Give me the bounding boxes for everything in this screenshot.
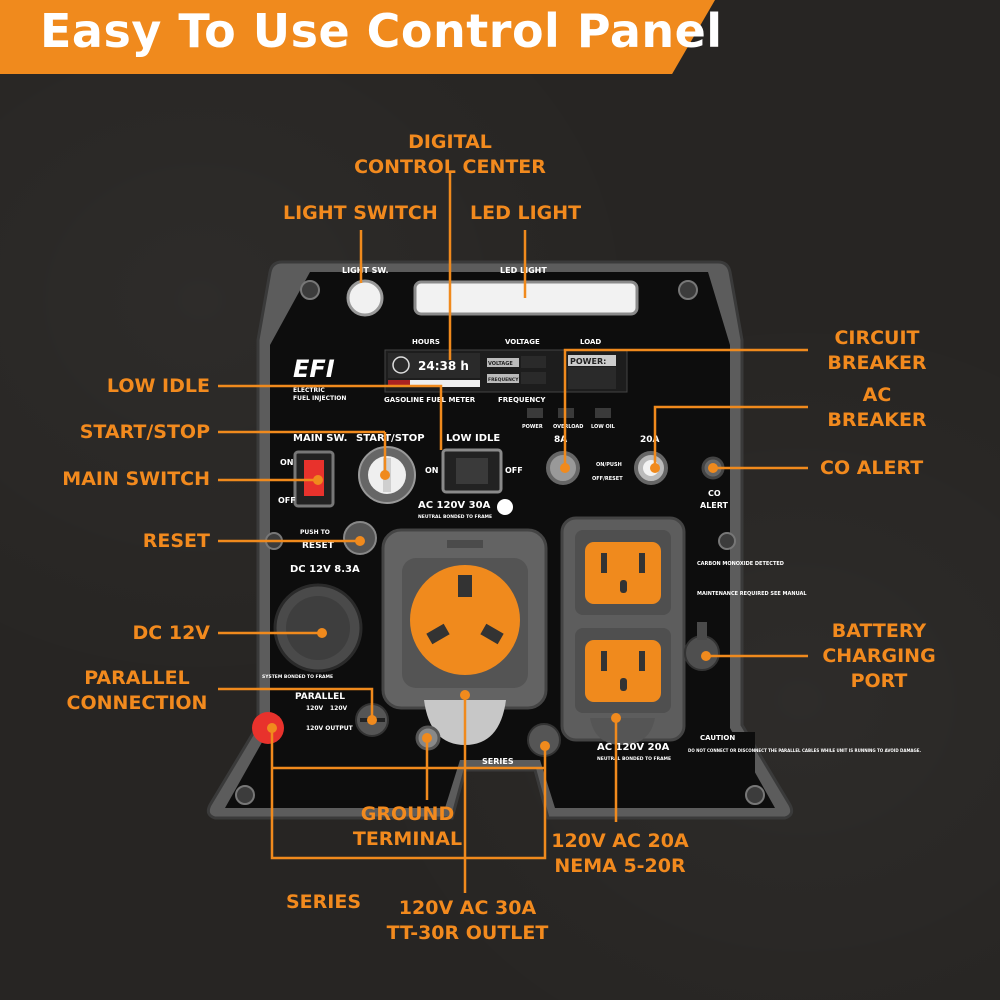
callout-parallel-connection: PARALLEL CONNECTION <box>66 667 208 714</box>
callout-start-stop: START/STOP <box>79 421 210 443</box>
panel-led-light-text: LED LIGHT <box>500 266 547 275</box>
ac-30a-label: AC 120V 30A <box>418 500 491 511</box>
push-to-label: PUSH TO <box>300 529 330 536</box>
efi-logo: EFI <box>293 355 335 383</box>
power-tag-text: POWER: <box>570 357 606 366</box>
on-push-label: ON/PUSH <box>596 462 622 468</box>
series-panel-label: SERIES <box>482 757 514 766</box>
callout-main-switch: MAIN SWITCH <box>62 468 210 490</box>
voltage-tag <box>487 358 519 367</box>
power-tag <box>568 355 616 366</box>
output-120v-label: 120V OUTPUT <box>306 725 354 732</box>
amp-8-label: 8A <box>554 435 567 445</box>
title-banner <box>0 0 715 74</box>
amp-20-label: 20A <box>640 435 660 445</box>
overload-ind-label: OVERLOAD <box>553 424 583 430</box>
reset-panel-label: RESET <box>302 541 335 551</box>
screw-icon <box>678 280 698 300</box>
page-title: Easy To Use Control Panel <box>40 4 723 58</box>
callout-digital-control-center: DIGITAL CONTROL CENTER <box>354 131 546 178</box>
clock-icon <box>392 356 410 374</box>
main-sw-label: MAIN SW. <box>293 433 347 444</box>
caution-label: CAUTION <box>700 734 735 742</box>
caution-text: DO NOT CONNECT OR DISCONNECT THE PARALLE… <box>688 748 922 753</box>
power-ind-label: POWER <box>522 424 543 430</box>
light-switch-button <box>346 279 384 317</box>
power-indicator <box>527 408 543 418</box>
neutral-bonded-20a: NEUTRAL BONDED TO FRAME <box>597 756 671 762</box>
panel-light-sw-text: LIGHT SW. <box>342 266 389 275</box>
efi-sub1: ELECTRIC <box>293 387 325 394</box>
main-on-label: ON <box>280 458 294 467</box>
callout-co-alert: CO ALERT <box>820 457 924 479</box>
off-reset-label: OFF/RESET <box>592 476 623 482</box>
main-off-label: OFF <box>278 496 296 505</box>
screw-icon <box>718 532 736 550</box>
v120-a: 120V <box>306 705 324 712</box>
callout-low-idle: LOW IDLE <box>106 375 210 397</box>
frequency-label: FREQUENCY <box>498 396 546 404</box>
screw-icon <box>300 280 320 300</box>
fuel-meter-label: GASOLINE FUEL METER <box>384 396 476 404</box>
fuel-meter-fill <box>410 380 480 387</box>
callout-circuit-breaker: CIRCUIT BREAKER <box>827 327 927 374</box>
idle-on-label: ON <box>425 466 439 475</box>
callout-leaders <box>218 172 808 893</box>
callout-dc-12v: DC 12V <box>132 622 210 644</box>
neutral-bonded-30a: NEUTRAL BONDED TO FRAME <box>418 514 492 520</box>
v120-b: 120V <box>330 705 348 712</box>
callout-series: SERIES <box>286 891 362 913</box>
frequency-tag <box>487 374 519 383</box>
parallel-panel-label: PARALLEL <box>295 692 345 702</box>
callout-led-light: LED LIGHT <box>470 202 582 224</box>
callout-reset: RESET <box>142 530 210 552</box>
voltage-label: VOLTAGE <box>505 338 540 346</box>
low-oil-ind-label: LOW OIL <box>591 424 616 430</box>
load-label: LOAD <box>580 338 601 346</box>
maintenance-label: MAINTENANCE REQUIRED SEE MANUAL <box>697 591 807 597</box>
callout-ac-breaker: AC BREAKER <box>827 384 927 431</box>
hours-readout: 24:38 h <box>418 359 469 373</box>
low-idle-rocker <box>456 458 488 484</box>
callout-outlet-20a: 120V AC 20A NEMA 5-20R <box>551 830 689 877</box>
idle-off-label: OFF <box>505 466 523 475</box>
callout-battery-charging-port: BATTERY CHARGING PORT <box>822 620 936 692</box>
low-idle-label: LOW IDLE <box>446 433 500 444</box>
callout-ground-terminal: GROUND TERMINAL <box>352 803 463 850</box>
callout-light-switch: LIGHT SWITCH <box>283 202 438 224</box>
dc-12v-panel-label: DC 12V 8.3A <box>290 564 360 575</box>
low-oil-indicator <box>595 408 611 418</box>
voltage-digits <box>521 356 546 368</box>
ac-20a-label: AC 120V 20A <box>597 742 670 753</box>
voltage-tag-text: VOLTAGE <box>488 361 513 367</box>
screw-icon <box>235 785 255 805</box>
outlet-30a-socket <box>410 565 520 675</box>
start-stop-label: START/STOP <box>356 433 425 444</box>
outlet-20a-bottom <box>585 640 661 702</box>
screw-icon <box>745 785 765 805</box>
carbon-label: CARBON MONOXIDE DETECTED <box>697 561 784 567</box>
frequency-tag-text: FREQUENCY <box>488 377 519 383</box>
load-screen <box>568 367 616 389</box>
outlet-20a-top <box>585 542 661 604</box>
frequency-digits <box>521 372 546 384</box>
hours-label: HOURS <box>412 338 440 346</box>
efi-sub2: FUEL INJECTION <box>293 395 346 402</box>
callout-outlet-30a: 120V AC 30A TT-30R OUTLET <box>386 897 549 944</box>
alert-label: ALERT <box>700 501 729 510</box>
co-label: CO <box>708 489 721 498</box>
system-bonded-label: SYSTEM BONDED TO FRAME <box>262 674 333 680</box>
